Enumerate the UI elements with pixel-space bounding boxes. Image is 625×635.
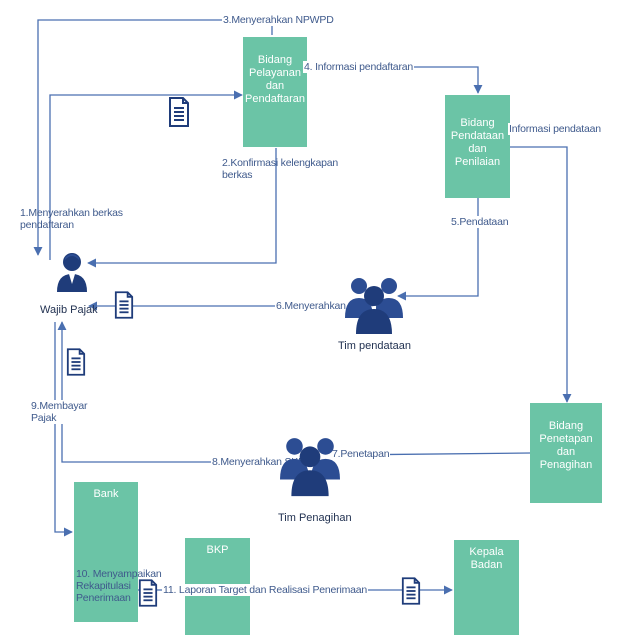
node-bidang-pendataan: Bidang Pendataan dan Penilaian (445, 95, 510, 198)
label-info-pendataan: Informasi pendataan (508, 123, 602, 135)
person-icon (57, 253, 87, 292)
node-bidang-penetapan: Bidang Penetapan dan Penagihan (530, 403, 602, 503)
arrow-info-pendataan (510, 146, 572, 403)
actor-wajib-pajak-name: Wajib Pajak (40, 304, 98, 316)
arrow-step1 (49, 90, 243, 260)
arrow-step8 (57, 321, 280, 463)
arrow-step5 (397, 197, 479, 301)
node-bank: Bank (74, 482, 138, 622)
label-step11: 11. Laporan Target dan Realisasi Penerim… (162, 584, 369, 596)
label-step10: 10. Menyampaikan Rekapitulasi Penerimaan (76, 568, 162, 604)
arrow-step3 (33, 19, 273, 256)
actor-tim-penagihan-name: Tim Penagihan (278, 512, 352, 524)
actor-tim-pendataan-name: Tim pendataan (338, 340, 411, 352)
arrow-step9 (54, 322, 73, 537)
label-step4: 4. Informasi pendaftaran (303, 61, 415, 73)
node-bidang-pelayanan: Bidang Pelayanan dan Pendaftaran (243, 37, 307, 147)
document-icon (138, 579, 158, 607)
people-group-icon (280, 438, 340, 497)
node-kepala-badan: Kepala Badan (454, 540, 519, 635)
arrow-step2 (87, 148, 277, 268)
document-icon (114, 291, 134, 319)
label-step3: 3.Menyerahkan NPWPD (222, 14, 335, 26)
label-step9: 9.Membayar Pajak (30, 400, 89, 424)
document-icon (401, 577, 421, 605)
document-icon (66, 348, 86, 376)
label-step2: 2.Konfirmasi kelengkapan berkas (222, 157, 339, 181)
label-step7: 7.Penetapan (331, 448, 391, 460)
label-step5: 5.Pendataan (450, 216, 510, 228)
people-group-icon (345, 278, 403, 334)
document-icon (169, 97, 189, 127)
label-step1: 1.Menyerahkan berkas pendaftaran (20, 207, 123, 231)
